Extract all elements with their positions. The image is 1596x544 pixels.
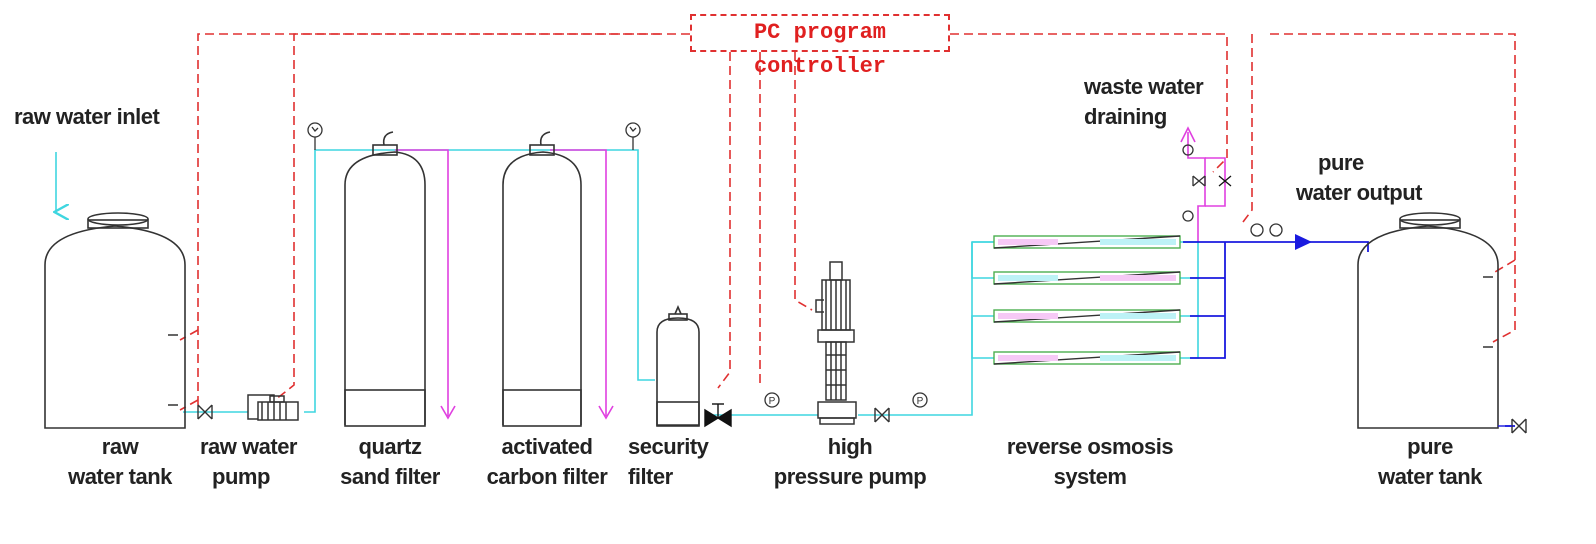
pure-flow-arrow [1295,234,1312,250]
pure-tank-line2: water tank [1378,464,1482,489]
waste-drain-valves[interactable] [1182,144,1232,222]
raw-water-pump-line1: raw water [200,434,298,459]
component-label: high pressure pump [760,432,940,492]
ro-system-line2: system [1053,464,1127,489]
ro-membrane-array [993,235,1181,365]
high-pressure-pump[interactable] [815,261,857,425]
pump-outlet-valve[interactable] [874,407,890,423]
ro-membrane [993,271,1181,285]
pure-pipes [1183,241,1515,427]
waste-water-label: waste water draining [1084,72,1204,132]
security-valve[interactable] [704,403,732,428]
pressure-gauge-icon [307,122,641,150]
ro-membrane [993,351,1181,365]
component-label: raw water pump [200,432,330,492]
hp-pump-line1: high [827,434,873,459]
inlet-valve[interactable] [197,404,213,420]
pressure-sensor-icon: P P [764,392,928,408]
pure-water-tank [1357,212,1499,429]
quartz-filter-line2: sand filter [340,464,440,489]
security-filter-line1: security [628,434,709,459]
quartz-filter-line1: quartz [358,434,423,459]
component-label: activated carbon filter [468,432,626,492]
raw-water-inlet-label: raw water inlet [14,104,160,129]
component-label: security filter [628,432,738,492]
raw-water-tank-line1: raw [101,434,139,459]
quartz-sand-filter [344,131,426,427]
ro-system-line1: reverse osmosis [1006,434,1174,459]
waste-label-line2: draining [1084,104,1167,129]
pure-water-output-label: pure water output [1296,148,1423,208]
ro-membrane [993,235,1181,249]
pc-program-controller: PC program controller [690,14,950,79]
pure-out-line2: water output [1296,180,1423,205]
activated-carbon-filter [502,131,582,427]
security-filter [656,304,700,427]
component-label: quartz sand filter [320,432,460,492]
pure-out-line1: pure [1318,150,1364,175]
component-label: pure water tank [1360,432,1500,492]
raw-water-tank [44,212,186,429]
svg-text:P: P [769,396,776,407]
pure-outlet-valve[interactable] [1498,418,1527,434]
hp-pump-line2: pressure pump [773,464,927,489]
security-filter-line2: filter [628,464,673,489]
ro-membrane [993,309,1181,323]
control-lines [179,33,1516,411]
raw-water-pump[interactable] [247,394,299,421]
component-label: reverse osmosis system [990,432,1190,492]
pure-tank-line1: pure [1407,434,1453,459]
carbon-filter-line1: activated [501,434,593,459]
raw-water-tank-line2: water tank [68,464,172,489]
svg-text:P: P [917,396,924,407]
raw-water-pump-line2: pump [212,464,270,489]
component-label: raw water tank [40,432,200,492]
carbon-filter-line2: carbon filter [486,464,608,489]
waste-label-line1: waste water [1084,74,1204,99]
pure-output-gauges [1250,223,1283,237]
